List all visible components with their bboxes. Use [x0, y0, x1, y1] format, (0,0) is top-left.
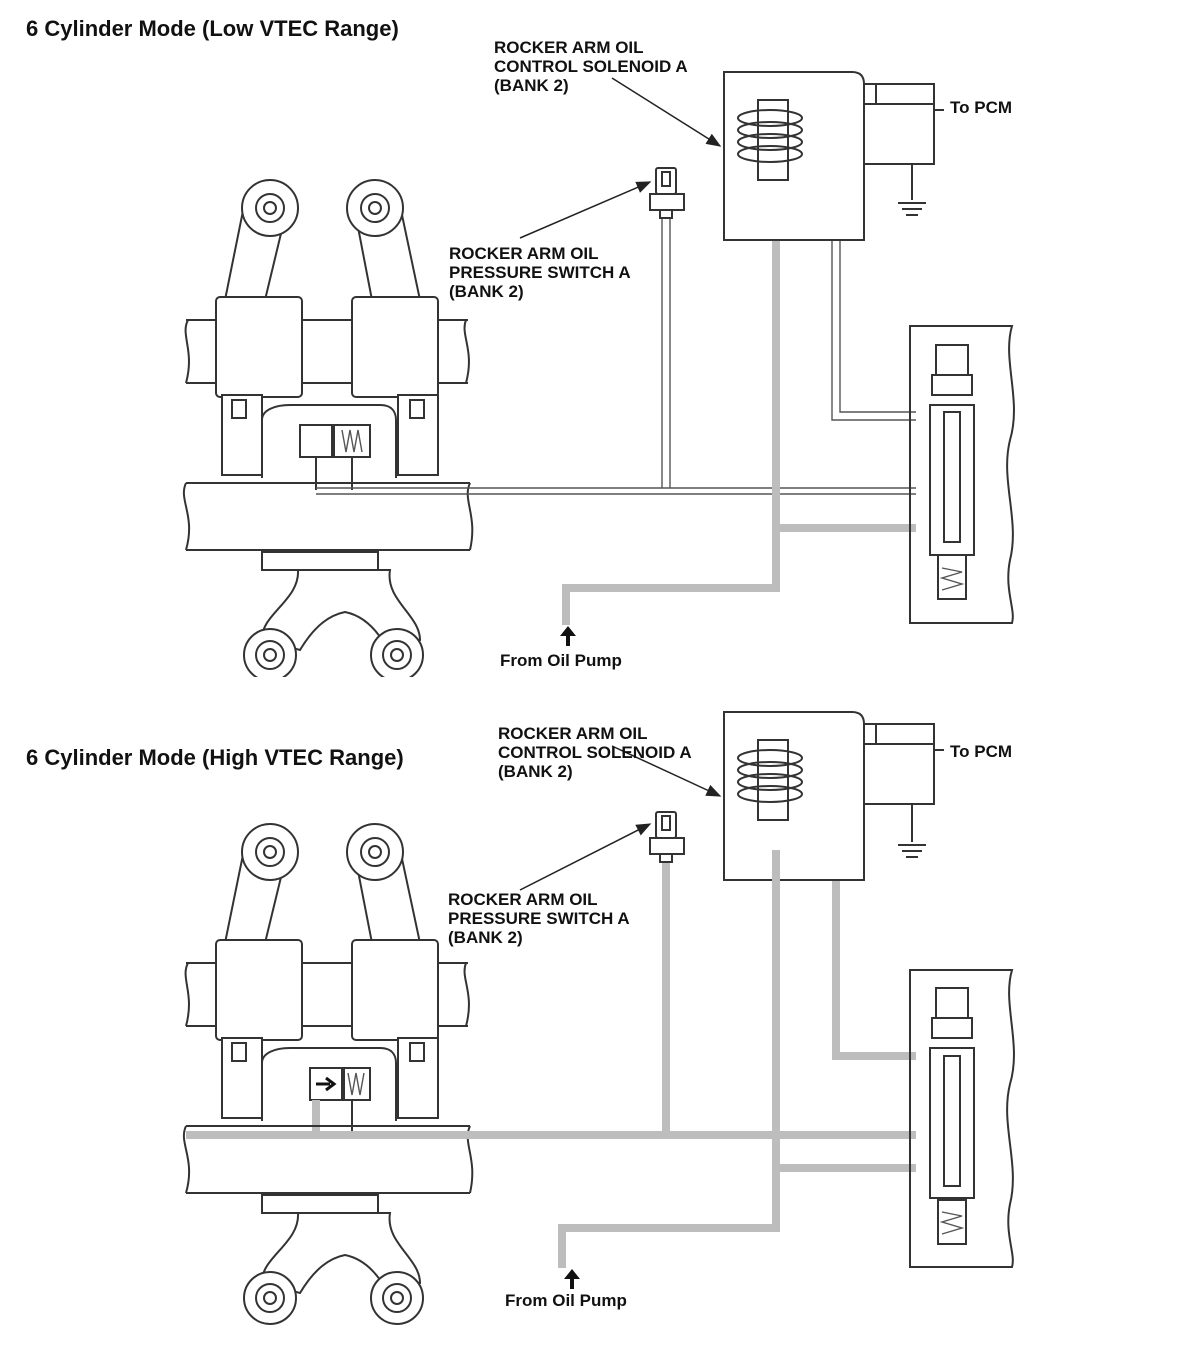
rocker-arm-right: [346, 823, 439, 1119]
to-pcm-label: To PCM: [950, 742, 1013, 761]
from-oil-pump-label: From Oil Pump: [505, 1291, 627, 1310]
spool-valve: [909, 969, 1015, 1268]
switching-piston: [261, 1047, 397, 1133]
high-vtec-panel: 6 Cylinder Mode (High VTEC Range) ROCKER…: [0, 678, 1200, 1355]
rocker-arm-left: [215, 179, 303, 476]
valve-bridge: [243, 551, 424, 677]
control-solenoid: [723, 711, 944, 888]
low-vtec-drawing: [182, 71, 1015, 677]
oil-pressure-switch: [649, 811, 685, 863]
switching-piston: [261, 404, 397, 490]
oil-pressure-switch: [649, 167, 685, 219]
pressure-switch-label: ROCKER ARM OIL PRESSURE SWITCH A (BANK 2…: [449, 244, 631, 301]
pressure-switch-label: ROCKER ARM OIL PRESSURE SWITCH A (BANK 2…: [448, 890, 630, 947]
oil-passages-low: [316, 182, 916, 625]
control-solenoid: [723, 71, 944, 241]
spool-valve: [909, 325, 1015, 624]
panel-title: 6 Cylinder Mode (Low VTEC Range): [26, 16, 399, 41]
piston-arrow-icon: [316, 1076, 337, 1092]
low-vtec-panel: 6 Cylinder Mode (Low VTEC Range) ROCKER …: [0, 0, 1200, 677]
solenoid-label: ROCKER ARM OIL CONTROL SOLENOID A (BANK …: [498, 724, 692, 781]
solenoid-label: ROCKER ARM OIL CONTROL SOLENOID A (BANK …: [494, 38, 688, 95]
high-vtec-drawing: [182, 711, 1015, 1325]
to-pcm-label: To PCM: [950, 98, 1013, 117]
shaft-upper-left-break: [184, 319, 190, 384]
panel-title: 6 Cylinder Mode (High VTEC Range): [26, 745, 404, 770]
rocker-arm-left: [215, 823, 303, 1119]
rocker-arm-right: [346, 179, 439, 476]
from-oil-pump-label: From Oil Pump: [500, 651, 622, 670]
valve-bridge: [243, 1194, 424, 1325]
